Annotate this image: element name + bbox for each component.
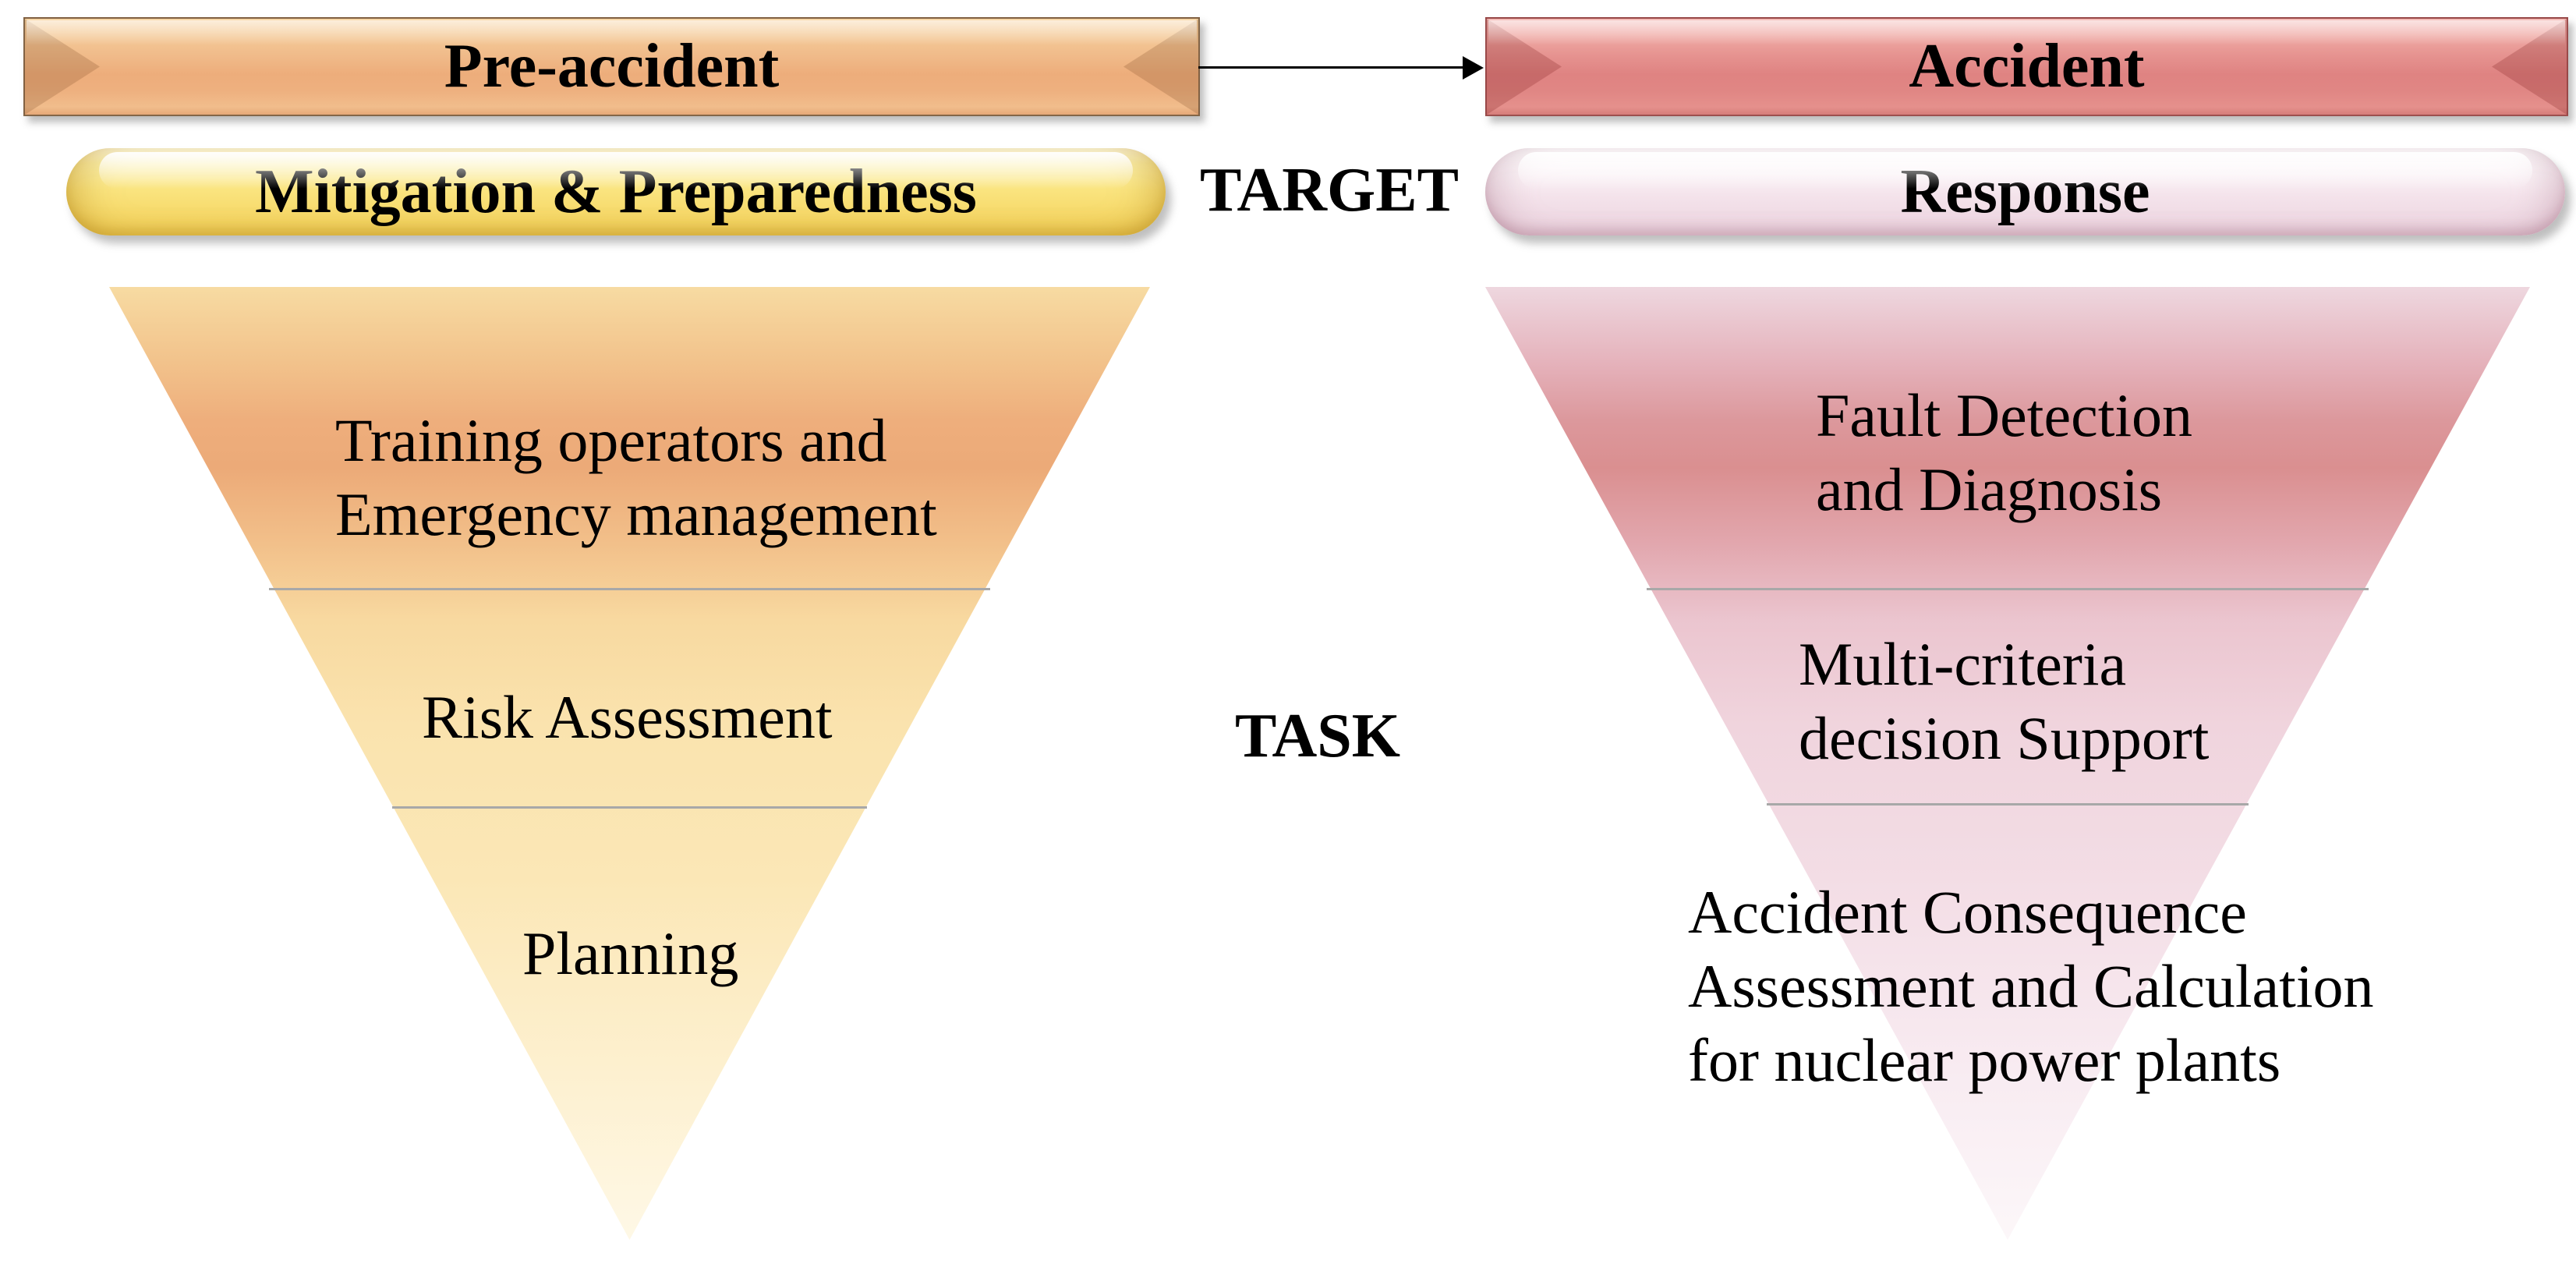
tier-line: Fault Detection (1816, 381, 2193, 449)
tier-line: Emergency management (335, 480, 937, 548)
accident-banner-label: Accident (1909, 32, 2145, 101)
banner-bevel-left (1487, 19, 1562, 115)
response-pill: Response (1485, 148, 2565, 235)
left-funnel-divider-2 (392, 806, 867, 809)
right-funnel-tier1-text: Fault Detection and Diagnosis (1816, 378, 2192, 526)
flow-arrow (1198, 56, 1484, 80)
flow-arrow-head-icon (1463, 56, 1484, 80)
right-funnel-tier3-text: Accident Consequence Assessment and Calc… (1688, 875, 2374, 1097)
left-funnel-tier2-text: Risk Assessment (422, 680, 833, 754)
tier-line: decision Support (1799, 704, 2210, 772)
tier-line: Training operators and (335, 406, 887, 474)
right-funnel-divider-2 (1767, 803, 2249, 805)
tier-line: and Diagnosis (1816, 455, 2163, 523)
accident-banner: Accident (1485, 17, 2568, 116)
task-label: TASK (1235, 702, 1400, 770)
right-funnel-tier2-text: Multi-criteria decision Support (1799, 627, 2209, 775)
tier-line: Planning (522, 919, 739, 987)
banner-bevel-right (2492, 19, 2567, 115)
banner-bevel-right (1123, 19, 1198, 115)
tier-line: Risk Assessment (422, 683, 833, 751)
left-funnel-divider-1 (269, 588, 990, 590)
left-funnel-tier3-text: Planning (522, 916, 738, 990)
tier-line: for nuclear power plants (1688, 1026, 2281, 1094)
flow-arrow-line (1198, 66, 1467, 69)
response-pill-label: Response (1900, 157, 2150, 226)
left-funnel-tier1-text: Training operators and Emergency managem… (335, 403, 937, 551)
pre-accident-banner: Pre-accident (23, 17, 1200, 116)
mitigation-preparedness-pill-label: Mitigation & Preparedness (255, 157, 977, 226)
right-funnel-divider-1 (1647, 588, 2369, 590)
mitigation-preparedness-pill: Mitigation & Preparedness (66, 148, 1166, 235)
tier-line: Assessment and Calculation (1688, 952, 2374, 1020)
tier-line: Accident Consequence (1688, 878, 2247, 946)
banner-bevel-left (25, 19, 100, 115)
tier-line: Multi-criteria (1799, 630, 2127, 698)
pre-accident-banner-label: Pre-accident (444, 32, 780, 101)
target-label: TARGET (1200, 156, 1459, 225)
